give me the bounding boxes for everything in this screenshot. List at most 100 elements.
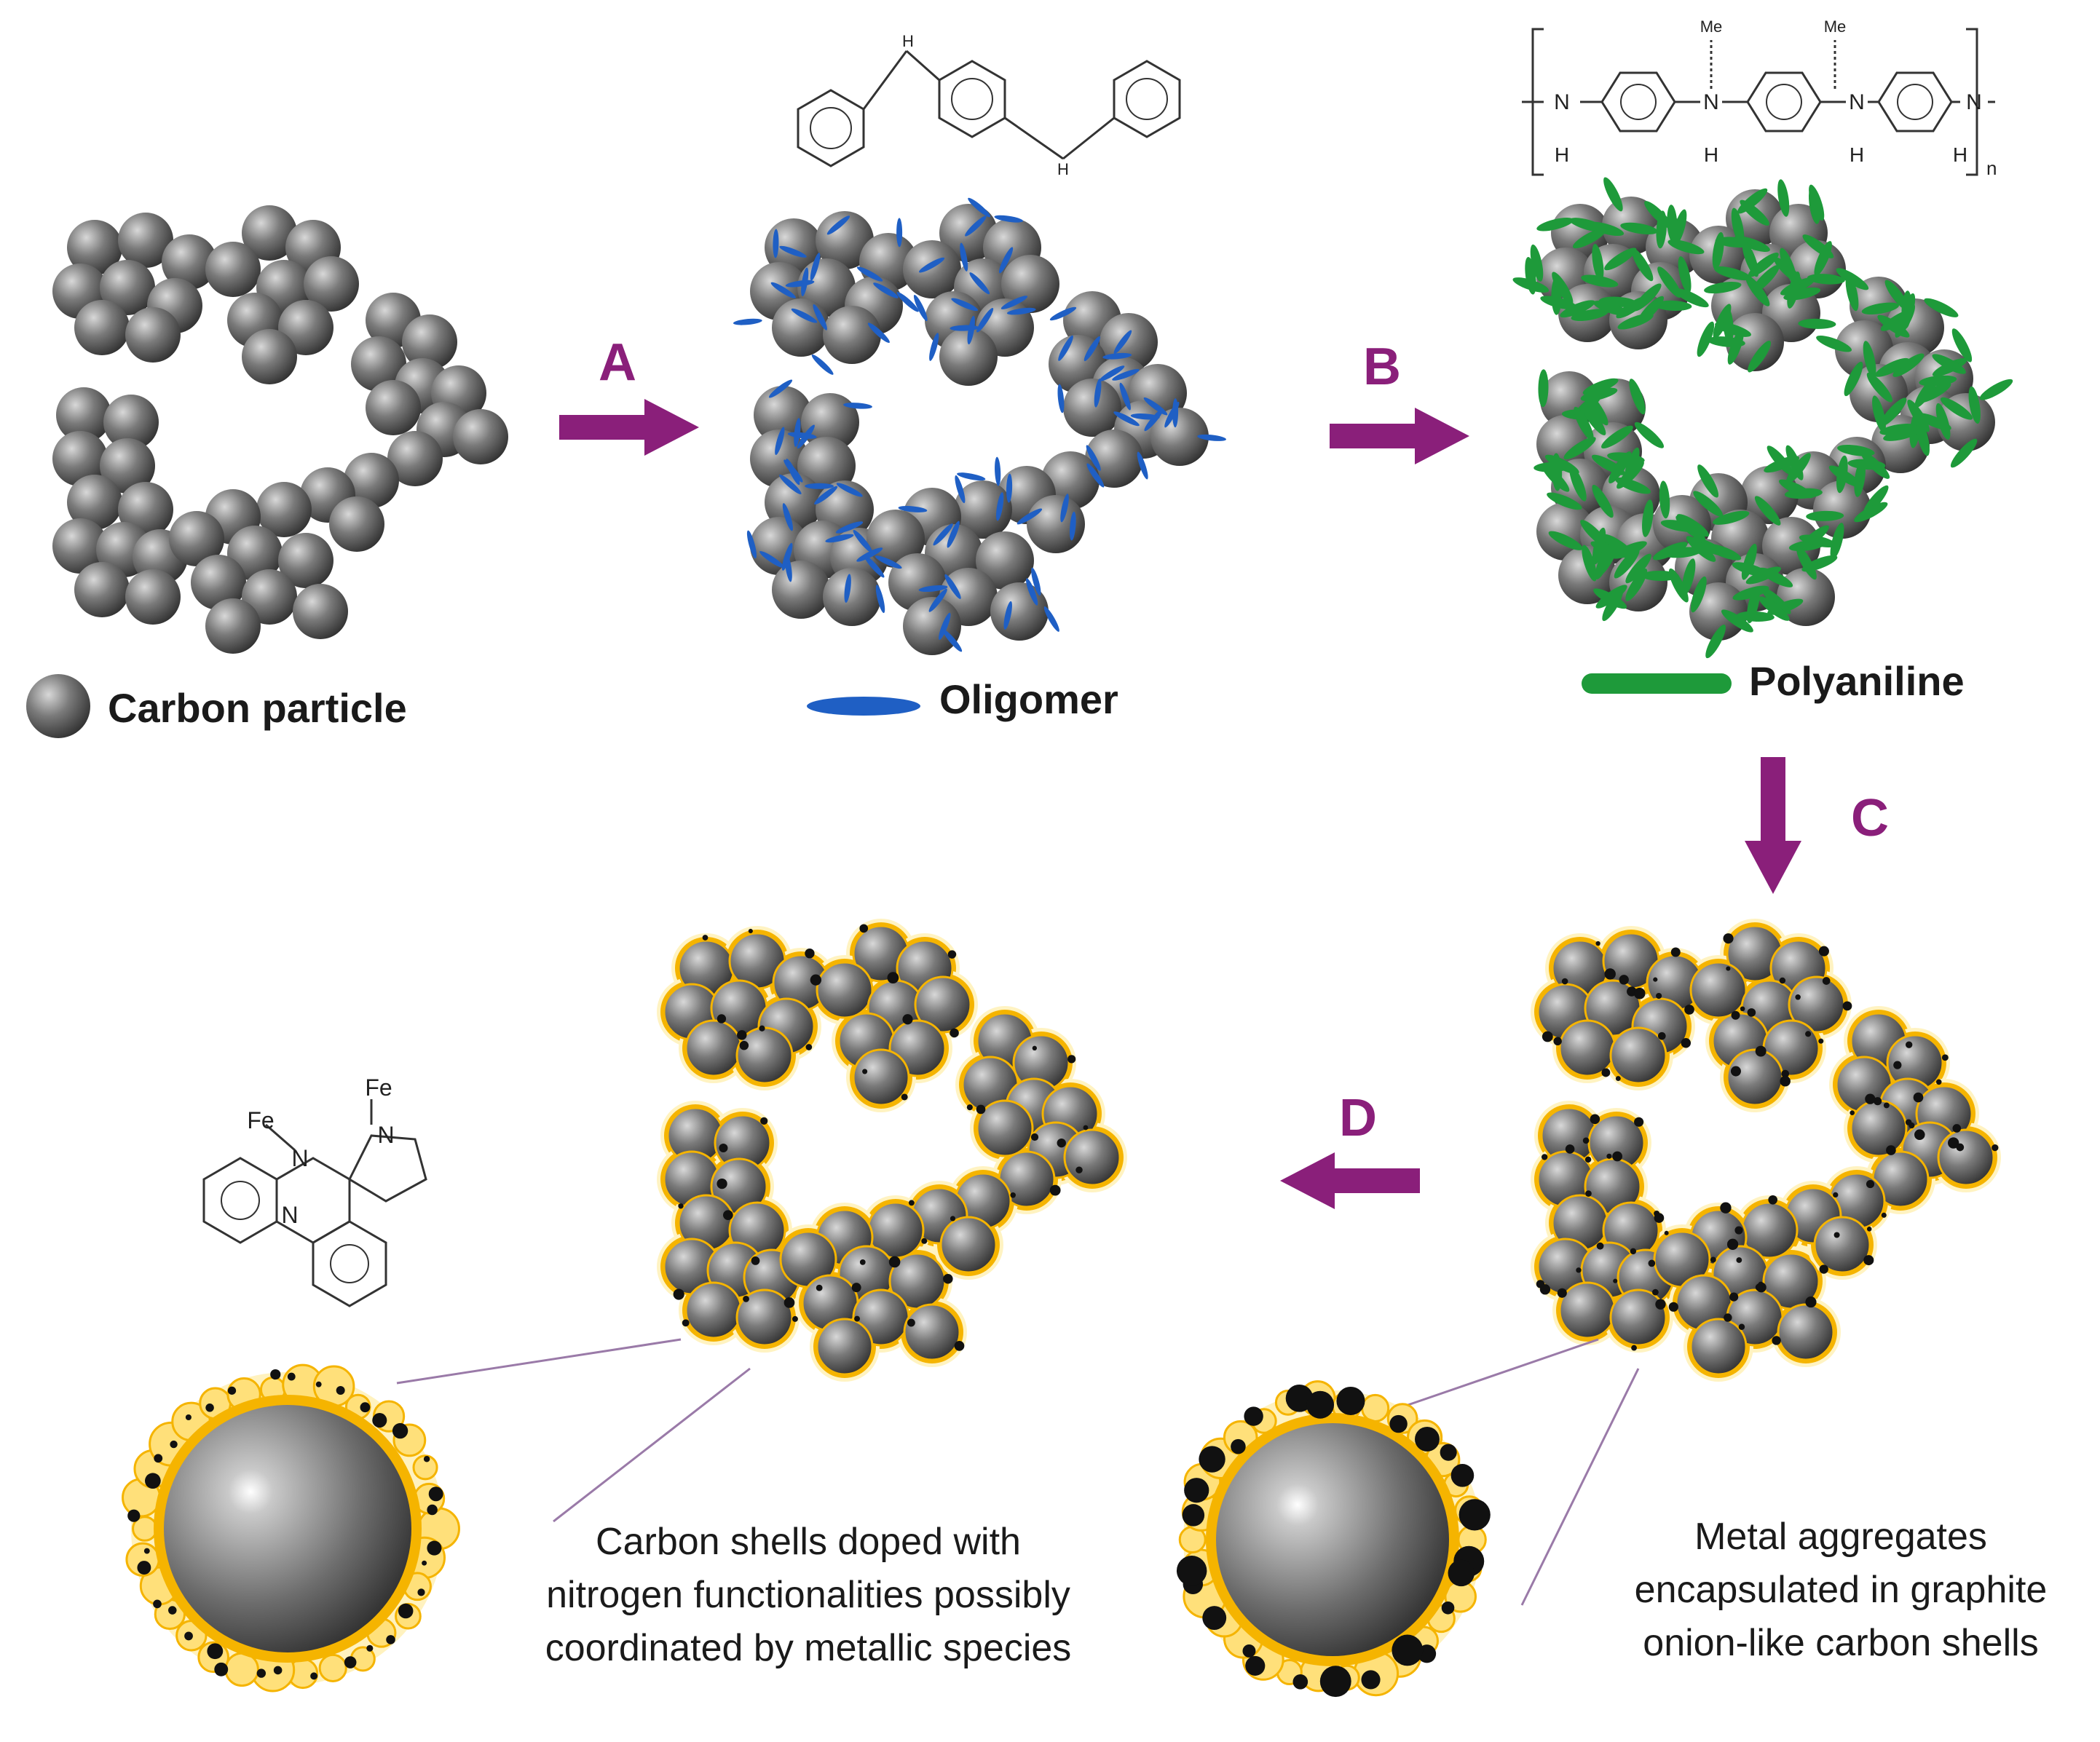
metal-aggregate: [748, 928, 753, 934]
carbon-particle: [867, 510, 925, 568]
metal-aggregate: [1941, 1054, 1949, 1061]
polyaniline-chain: [1592, 485, 1614, 518]
oligomer-molecule: [733, 318, 762, 325]
metal-aggregate: [185, 1414, 192, 1421]
metal-aggregate: [1032, 1045, 1038, 1051]
oligomer-molecule: [1119, 382, 1131, 411]
carbon-particle: [1850, 1099, 1908, 1157]
polyaniline-chain: [1574, 406, 1594, 441]
metal-aggregate: [214, 1662, 229, 1676]
oligomer-molecule: [1144, 408, 1164, 432]
polyaniline-chain: [1872, 395, 1886, 432]
step-label-a: A: [599, 333, 636, 392]
metal-aggregate: [1833, 1192, 1839, 1198]
polyaniline-chain: [1861, 302, 1899, 315]
metal-aggregate: [1833, 1232, 1840, 1238]
oligomer-molecule: [1006, 473, 1013, 503]
metal-aggregate: [673, 1288, 684, 1300]
metal-aggregate: [153, 1599, 162, 1609]
onion-shell-lobe: [1361, 1393, 1390, 1422]
polyaniline-chain: [1569, 466, 1587, 502]
metal-aggregate: [1865, 1093, 1876, 1104]
oligomer-molecule: [1083, 336, 1101, 362]
oligomer-molecule: [794, 418, 801, 447]
polyaniline-chain: [1907, 400, 1930, 432]
polyaniline-chain: [1786, 453, 1811, 484]
metal-aggregate: [1541, 1154, 1548, 1160]
carbon-particle: [278, 533, 333, 588]
oligomer-molecule: [1000, 296, 1028, 309]
metal-aggregate: [1656, 992, 1662, 999]
oligomer-molecule: [1060, 494, 1069, 523]
metal-aggregate: [1601, 1068, 1611, 1077]
metal-aggregate: [805, 1044, 813, 1050]
oligomer-molecule: [944, 574, 961, 599]
metal-aggregate: [428, 1486, 443, 1502]
metal-aggregate: [1604, 968, 1616, 980]
metal-aggregate: [1726, 1238, 1739, 1250]
carbon-aggregate-with-oligomer: [733, 197, 1226, 655]
polyaniline-chain: [1796, 546, 1817, 580]
oligomer-molecule: [775, 427, 785, 456]
carbon-particle: [1558, 1281, 1617, 1339]
n-label-2: N: [377, 1122, 394, 1148]
carbon-particle: [304, 256, 359, 312]
polyaniline-chain: [1693, 491, 1723, 517]
metal-aggregate: [1450, 1464, 1475, 1487]
caption-left-line-1: Carbon shells doped with: [596, 1521, 1021, 1563]
metal-aggregate: [360, 1402, 371, 1413]
oligomer-molecule: [965, 215, 987, 237]
carbon-particle: [100, 438, 155, 494]
carbon-particle: [387, 431, 443, 486]
carbon-particle: [914, 975, 972, 1034]
polyaniline-chain: [1552, 272, 1574, 305]
oligomer-molecule: [1102, 352, 1132, 360]
metal-aggregate: [427, 1540, 442, 1556]
polyaniline-chain: [1690, 576, 1707, 613]
metal-aggregate: [1780, 1075, 1791, 1087]
metal-aggregate: [751, 1256, 760, 1265]
carbon-particle: [125, 569, 181, 625]
carbon-particle: [1063, 1128, 1121, 1187]
polyaniline-chain: [1571, 309, 1608, 321]
oligomer-molecule: [919, 257, 945, 273]
polyaniline-chain: [1547, 492, 1582, 510]
oligomer-molecule: [918, 585, 948, 593]
polyaniline-chain: [1784, 488, 1823, 499]
carbon-particle: [56, 387, 111, 443]
metal-aggregate: [859, 924, 869, 933]
oligomer-molecule: [1031, 567, 1041, 596]
polyaniline-chain: [1807, 274, 1845, 285]
metal-aggregate: [422, 1560, 427, 1566]
oligomer-structure: [797, 50, 1181, 167]
polyaniline-chain: [1774, 257, 1803, 285]
oligomer-molecule: [853, 529, 872, 553]
metal-aggregate: [1576, 1267, 1582, 1273]
polyaniline-chain: [1801, 555, 1838, 572]
metal-aggregate: [168, 1606, 177, 1615]
metal-aggregate: [1392, 1634, 1424, 1666]
carbon-particle: [1937, 1128, 1995, 1187]
carbon-particle: [103, 395, 159, 450]
carbon-particle: [125, 307, 181, 363]
metal-aggregate: [1458, 1499, 1491, 1531]
oligomer-molecule: [1137, 451, 1148, 480]
polyaniline-chain: [1629, 379, 1646, 415]
metal-aggregate: [1726, 966, 1731, 971]
metal-aggregate: [759, 1025, 765, 1032]
polyaniline-chain: [1916, 419, 1930, 456]
pani-nh-1: N: [1554, 90, 1570, 114]
pani-h-3: H: [1850, 143, 1864, 166]
metal-aggregate: [1684, 1005, 1694, 1015]
onion-shell-lobe: [318, 1653, 347, 1683]
carbon-particle: [1063, 379, 1121, 437]
carbon-particle: [351, 336, 406, 392]
polyaniline-chain: [1892, 353, 1925, 377]
metal-aggregate: [1734, 1226, 1743, 1235]
legend-polyaniline-label: Polyaniline: [1749, 658, 1965, 704]
polyaniline-chain: [1830, 523, 1844, 560]
polyaniline-chain: [1836, 268, 1869, 290]
carbon-particle: [1777, 568, 1835, 626]
oligomer-molecule: [811, 354, 834, 375]
metal-aggregate: [1655, 1299, 1666, 1310]
